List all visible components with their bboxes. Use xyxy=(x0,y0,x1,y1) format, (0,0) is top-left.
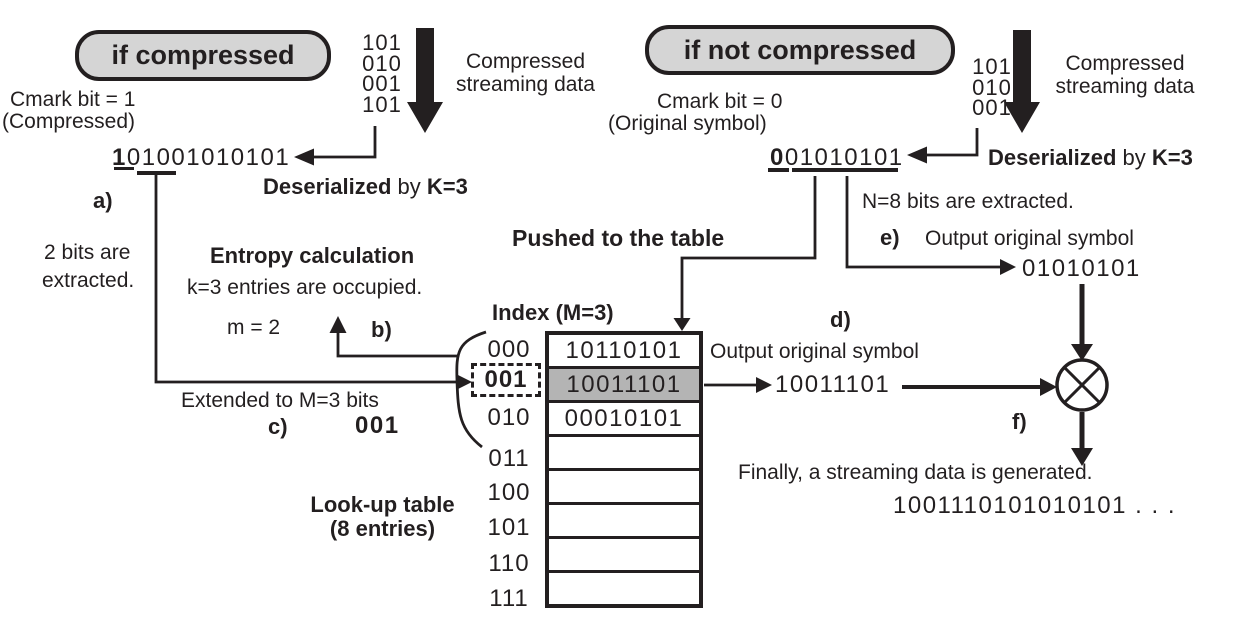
cmark-bit-0-label: Cmark bit = 0 xyxy=(657,90,783,113)
arrowhead-left-deserialize-icon xyxy=(294,148,314,166)
if-compressed-pill: if compressed xyxy=(75,30,331,81)
stacked-bit: 101 xyxy=(362,91,402,117)
cmark-bit-1-label: Cmark bit = 1 xyxy=(10,88,136,111)
arrowhead-entropy-icon xyxy=(329,316,347,333)
index-label-101: 101 xyxy=(487,514,531,541)
arrowhead-xor-left-icon xyxy=(1040,378,1057,396)
n-bits-note: N=8 bits are extracted. xyxy=(862,190,1074,213)
index-label-100: 100 xyxy=(487,479,531,506)
index-label-010: 010 xyxy=(487,404,531,431)
arrowhead-output-e-icon xyxy=(1000,259,1016,275)
stream-label-line1: Compressed xyxy=(465,50,586,73)
deserialized-label-left: Deserialized by K=3 xyxy=(263,174,468,199)
stacked-bit: 101 xyxy=(362,30,402,55)
extract-note-line2: extracted. xyxy=(42,269,135,292)
table-row: 00010101 xyxy=(549,400,699,434)
cmark-bit-0-sublabel: (Original symbol) xyxy=(608,112,767,135)
stacked-bit: 001 xyxy=(972,95,1012,120)
deserialized-label-right: Deserialized by K=3 xyxy=(988,145,1193,170)
output-original-symbol-value-e: 01010101 xyxy=(1022,255,1141,282)
deserialized-param: K=3 xyxy=(1151,145,1193,170)
stream-label-line2: streaming data xyxy=(456,73,595,97)
entropy-m-value: m = 2 xyxy=(227,316,281,339)
cmark-underline-right xyxy=(768,168,789,172)
symbol-bits-underline xyxy=(792,168,898,172)
stream-down-arrow-left-icon xyxy=(407,28,443,133)
pushed-to-table-label: Pushed to the table xyxy=(512,225,725,251)
stream-label-line1: Compressed xyxy=(1065,52,1185,75)
output-original-symbol-label-e: Output original symbol xyxy=(925,227,1134,250)
deserialized-connector: by xyxy=(397,174,421,199)
stacked-bit: 010 xyxy=(362,50,402,76)
stacked-bit: 001 xyxy=(362,71,402,96)
arrowhead-table-top-icon xyxy=(673,318,691,331)
table-row xyxy=(549,536,699,570)
if-not-compressed-pill: if not compressed xyxy=(645,25,955,75)
table-row xyxy=(549,434,699,468)
xor-icon xyxy=(1055,358,1109,412)
step-e-label: e) xyxy=(880,225,900,250)
extracted-bits-underline xyxy=(137,171,176,175)
stacked-bits-right: 101 010 001 xyxy=(968,54,1016,120)
step-f-label: f) xyxy=(1012,409,1027,434)
final-caption: Finally, a streaming data is generated. xyxy=(738,461,1093,484)
deserialized-word: Deserialized xyxy=(988,145,1117,170)
table-row xyxy=(549,502,699,536)
bitstring-left: 101001010101 xyxy=(112,144,291,171)
index-label-111: 111 xyxy=(489,585,529,612)
extended-label: Extended to M=3 bits xyxy=(181,389,379,412)
arrowhead-final-icon xyxy=(1071,448,1093,466)
index-label-011: 011 xyxy=(488,445,530,472)
cmark-underline-left xyxy=(114,167,134,170)
deserialized-param: K=3 xyxy=(426,174,468,199)
index-label-001-selected: 001 xyxy=(471,363,541,397)
lookup-caption-line2: (8 entries) xyxy=(329,516,436,542)
occupied-entries-brace xyxy=(455,330,487,449)
final-stream-value: 1001110101010101 . . . xyxy=(893,492,1177,519)
cmark-bit-1-sublabel: (Compressed) xyxy=(2,110,136,133)
table-row: 10110101 xyxy=(565,336,683,364)
cmark-bit-value: 0 xyxy=(770,144,785,171)
entropy-title: Entropy calculation xyxy=(210,243,415,268)
bitstring-right: 001010101 xyxy=(770,144,904,171)
extended-index-value: 001 xyxy=(355,412,400,439)
lookup-table: 10110101 10011101 00010101 xyxy=(545,331,703,608)
entropy-occupied-note: k=3 entries are occupied. xyxy=(187,276,423,299)
index-label-110: 110 xyxy=(488,550,530,577)
arrowhead-output-d-icon xyxy=(756,377,772,393)
stream-label-line2: streaming data xyxy=(1055,75,1195,99)
stacked-bit: 010 xyxy=(972,74,1012,100)
arrowhead-right-deserialize-icon xyxy=(907,146,927,164)
lookup-table-caption: Look-up table (8 entries) xyxy=(295,492,470,542)
table-row xyxy=(549,570,699,604)
table-row xyxy=(549,468,699,502)
lookup-caption-line1: Look-up table xyxy=(310,492,455,517)
index-label-000: 000 xyxy=(487,336,531,363)
deserialized-word: Deserialized xyxy=(263,174,392,199)
output-original-symbol-value-d: 10011101 xyxy=(775,371,891,398)
arrowhead-index-001-icon xyxy=(456,374,472,390)
stacked-bits-left: 101 010 001 101 xyxy=(358,30,406,117)
stream-label-right: Compressed streaming data xyxy=(1035,52,1215,98)
symbol-bits: 01010101 xyxy=(784,144,904,171)
remaining-bits: 001010101 xyxy=(156,144,291,171)
arrowhead-xor-top-icon xyxy=(1071,344,1093,361)
cmark-bit-value: 1 xyxy=(112,144,127,171)
step-b-label: b) xyxy=(371,317,392,342)
table-row-highlighted: 10011101 xyxy=(549,366,699,400)
index-header: Index (M=3) xyxy=(492,300,614,325)
deserialized-connector: by xyxy=(1122,145,1146,170)
output-original-symbol-label-d: Output original symbol xyxy=(710,340,919,363)
extracted-bits: 01 xyxy=(126,144,157,171)
stacked-bit: 101 xyxy=(972,54,1012,79)
stream-label-left: Compressed streaming data xyxy=(438,50,613,96)
extract-note-line1: 2 bits are xyxy=(44,241,131,264)
step-c-label: c) xyxy=(268,414,288,439)
stream-down-arrow-right-icon xyxy=(1004,30,1040,133)
step-d-label: d) xyxy=(830,307,851,332)
step-a-label: a) xyxy=(93,188,113,213)
